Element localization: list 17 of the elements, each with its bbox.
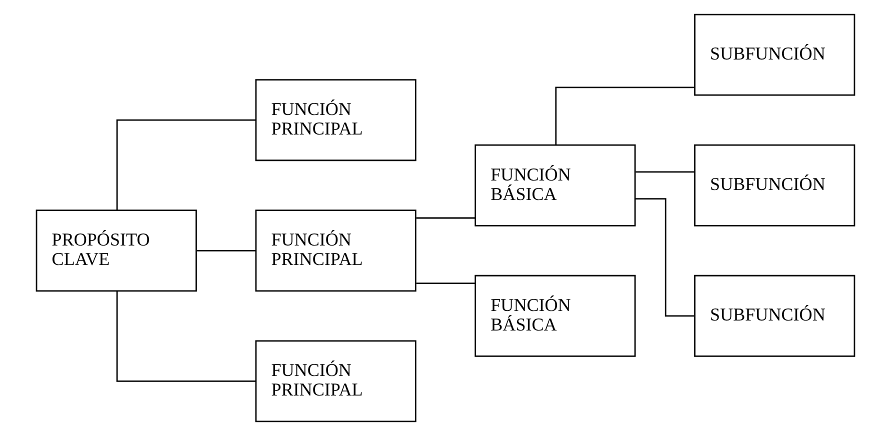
node-box: PROPÓSITO CLAVE <box>36 209 197 292</box>
connector <box>636 170 695 172</box>
node-box: SUBFUNCIÓN <box>694 274 856 356</box>
connector <box>416 216 476 218</box>
connector <box>196 249 256 251</box>
node-box: FUNCIÓN BÁSICA <box>474 274 636 356</box>
connector <box>555 86 694 144</box>
connector <box>116 118 256 210</box>
node-box: SUBFUNCIÓN <box>694 13 856 96</box>
node-box: FUNCIÓN PRINCIPAL <box>255 209 416 292</box>
node-box: FUNCIÓN PRINCIPAL <box>255 340 416 422</box>
node-box: FUNCIÓN BÁSICA <box>474 144 636 226</box>
connector <box>116 290 256 382</box>
node-box: FUNCIÓN PRINCIPAL <box>255 78 416 161</box>
connector <box>416 282 476 284</box>
node-box: SUBFUNCIÓN <box>694 144 856 226</box>
connector <box>635 198 694 316</box>
